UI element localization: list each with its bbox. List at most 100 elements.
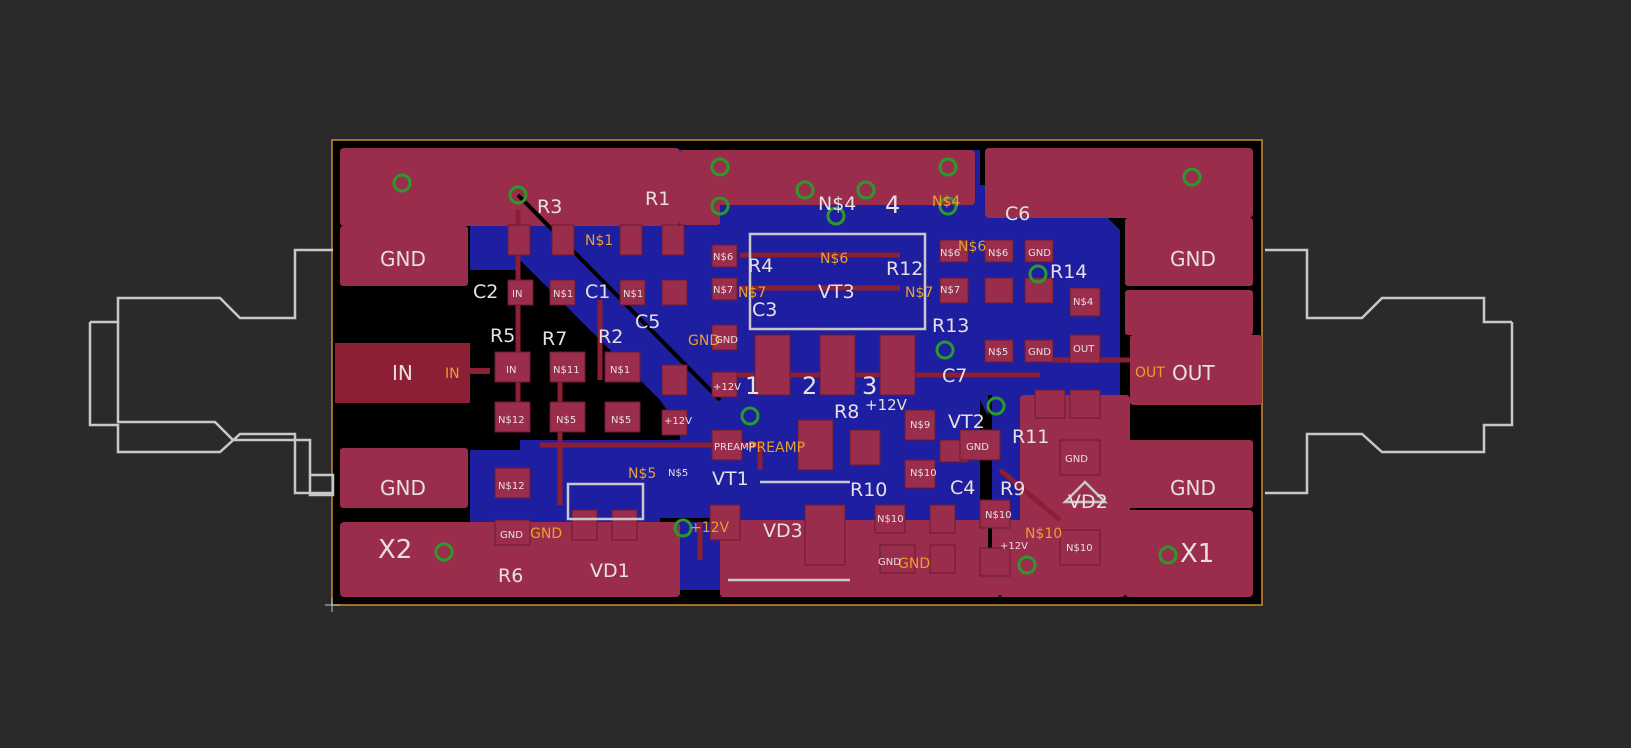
gnd-label-br: GND bbox=[1170, 476, 1216, 500]
net-gnd-b: GND bbox=[530, 526, 562, 542]
net-n6-b: N$6 bbox=[958, 239, 986, 255]
label-r3: R3 bbox=[537, 196, 562, 218]
pad-n1-1: N$1 bbox=[553, 289, 573, 300]
net-n7-b: N$7 bbox=[905, 285, 933, 301]
pin-3: 3 bbox=[862, 372, 877, 400]
pad-12v-1: +12V bbox=[664, 416, 692, 427]
net-preamp-a: PREAMP bbox=[748, 440, 805, 456]
pad-gnd-4: GND bbox=[1028, 347, 1051, 358]
value-labels-small: IN IN N$1 N$1 N$1 N$11 N$12 N$12 N$5 N$5… bbox=[498, 248, 1095, 568]
label-r12: R12 bbox=[886, 258, 923, 280]
label-r13: R13 bbox=[932, 315, 969, 337]
pad-12v-3: +12V bbox=[1000, 541, 1028, 552]
label-vd3: VD3 bbox=[763, 520, 803, 542]
out-net-label: OUT bbox=[1135, 365, 1165, 381]
pad-n11: N$11 bbox=[553, 365, 580, 376]
pad-out-1: OUT bbox=[1073, 344, 1095, 355]
label-vt1: VT1 bbox=[712, 468, 749, 490]
pad-n5-2: N$5 bbox=[611, 415, 631, 426]
label-r8: R8 bbox=[834, 401, 859, 423]
label-n4: N$4 bbox=[818, 193, 856, 215]
in-net-label: IN bbox=[445, 366, 460, 382]
label-c2: C2 bbox=[473, 281, 498, 303]
silkscreen-layer bbox=[88, 232, 1514, 582]
pad-in-2: IN bbox=[506, 365, 516, 376]
pad-in-1: IN bbox=[512, 289, 522, 300]
in-label: IN bbox=[392, 361, 413, 385]
label-c3: C3 bbox=[752, 299, 777, 321]
pad-12v-2: +12V bbox=[713, 382, 741, 393]
net-n4-a: N$4 bbox=[932, 194, 960, 210]
pad-n5-3: N$5 bbox=[668, 468, 688, 479]
net-n5-a: N$5 bbox=[628, 466, 656, 482]
net-n6-a: N$6 bbox=[820, 251, 848, 267]
designators: R3 R1 C2 C1 C5 R5 R7 R2 R6 VD1 VT1 VD3 R… bbox=[473, 188, 1108, 587]
pad-n5-1: N$5 bbox=[556, 415, 576, 426]
pad-gnd-7: GND bbox=[966, 442, 989, 453]
pad-n6-3: N$6 bbox=[988, 248, 1008, 259]
pin-2: 2 bbox=[802, 372, 817, 400]
header-pin-numbers: 1 2 3 4 bbox=[745, 191, 900, 400]
label-c7: C7 bbox=[942, 365, 967, 387]
smd-pads bbox=[494, 224, 1101, 577]
pad-n7-1: N$7 bbox=[713, 285, 733, 296]
label-r9: R9 bbox=[1000, 478, 1025, 500]
pad-gnd-5: GND bbox=[1065, 454, 1088, 465]
vias bbox=[392, 157, 1202, 575]
label-c6: C6 bbox=[1005, 203, 1030, 225]
x2-label: X2 bbox=[378, 535, 412, 565]
x1-label: X1 bbox=[1180, 539, 1214, 569]
label-r2: R2 bbox=[598, 326, 623, 348]
net-gnd-c: GND bbox=[898, 556, 930, 572]
net-n1-a: N$1 bbox=[585, 233, 613, 249]
pad-gnd-6: GND bbox=[878, 557, 901, 568]
pad-n10-3: N$10 bbox=[910, 468, 937, 479]
connector-labels: GND GND GND GND IN OUT X1 X2 bbox=[378, 247, 1216, 569]
pad-n9-1: N$9 bbox=[910, 420, 930, 431]
pin-4: 4 bbox=[885, 191, 900, 219]
pad-n6-1: N$6 bbox=[713, 252, 733, 263]
pad-n10-2: N$10 bbox=[1066, 543, 1093, 554]
label-r7: R7 bbox=[542, 328, 567, 350]
label-vt3: VT3 bbox=[818, 281, 855, 303]
label-c4: C4 bbox=[950, 477, 975, 499]
pad-gnd-3: GND bbox=[1028, 248, 1051, 259]
net-gnd-a: GND bbox=[688, 333, 720, 349]
net-12v-a: +12V bbox=[690, 520, 730, 536]
gnd-label-tl: GND bbox=[380, 247, 426, 271]
gnd-label-bl: GND bbox=[380, 476, 426, 500]
gnd-label-tr: GND bbox=[1170, 247, 1216, 271]
label-r1: R1 bbox=[645, 188, 670, 210]
pin-1: 1 bbox=[745, 372, 760, 400]
origin-marker bbox=[325, 598, 340, 612]
pad-n5-4: N$5 bbox=[988, 347, 1008, 358]
net-n10-a: N$10 bbox=[1025, 526, 1062, 542]
net-n7-a: N$7 bbox=[738, 285, 766, 301]
pad-n1-2: N$1 bbox=[623, 289, 643, 300]
pad-n7-2: N$7 bbox=[940, 285, 960, 296]
pad-n12-1: N$12 bbox=[498, 415, 525, 426]
pad-gnd-1: GND bbox=[500, 530, 523, 541]
label-vt2: VT2 bbox=[948, 411, 985, 433]
pad-n10-1: N$10 bbox=[985, 510, 1012, 521]
pad-n6-2: N$6 bbox=[940, 248, 960, 259]
label-r14: R14 bbox=[1050, 261, 1087, 283]
label-r4: R4 bbox=[748, 255, 773, 277]
label-c5: C5 bbox=[635, 311, 660, 333]
pad-preamp-1: PREAMP bbox=[714, 442, 755, 453]
pad-n1-3: N$1 bbox=[610, 365, 630, 376]
label-r11: R11 bbox=[1012, 426, 1049, 448]
pad-n12-2: N$12 bbox=[498, 481, 525, 492]
out-label: OUT bbox=[1172, 361, 1215, 385]
label-vd2: VD2 bbox=[1068, 491, 1108, 513]
top-copper-layer bbox=[340, 148, 1262, 597]
pad-n4-1: N$4 bbox=[1073, 297, 1093, 308]
label-r6: R6 bbox=[498, 565, 523, 587]
pad-gnd-2: GND bbox=[715, 335, 738, 346]
in-pad bbox=[335, 343, 470, 403]
label-12v-top: +12V bbox=[865, 396, 908, 414]
value-labels: IN OUT N$1 N$6 N$7 N$7 N$6 N$4 GND GND G… bbox=[445, 194, 1165, 572]
label-r5: R5 bbox=[490, 325, 515, 347]
label-r10: R10 bbox=[850, 479, 887, 501]
